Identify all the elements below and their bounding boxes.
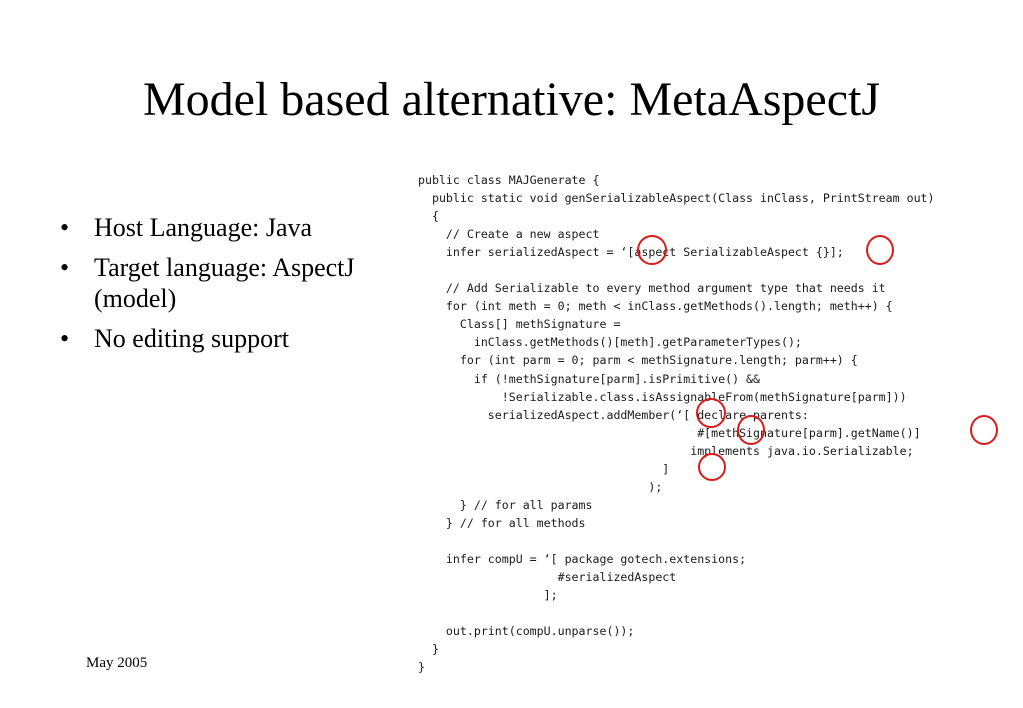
code-line: if (!methSignature[parm].isPrimitive() &… xyxy=(418,371,761,386)
code-line: !Serializable.class.isAssignableFrom(met… xyxy=(418,389,907,404)
highlight-circle-quote-open-1 xyxy=(637,235,667,265)
highlight-circle-quote-close-1 xyxy=(866,235,894,265)
code-line: for (int parm = 0; parm < methSignature.… xyxy=(418,353,858,368)
code-line: public class MAJGenerate { xyxy=(418,173,600,187)
code-line: } xyxy=(418,660,425,675)
code-line: } xyxy=(418,642,439,657)
bullet-editing-support: No editing support xyxy=(56,323,356,355)
code-line: } // for all params xyxy=(418,497,593,512)
slide-title: Model based alternative: MetaAspectJ xyxy=(142,73,881,126)
bullet-host-language: Host Language: Java xyxy=(56,212,356,244)
code-line: infer serializedAspect = ‘[aspect Serial… xyxy=(418,245,844,260)
highlight-circle-antiquote-close xyxy=(970,415,998,445)
code-line xyxy=(418,532,1018,550)
code-line: } // for all methods xyxy=(418,515,586,530)
code-line: inClass.getMethods()[meth].getParameterT… xyxy=(418,335,802,350)
code-line: // Create a new aspect xyxy=(418,227,600,242)
code-line: ]; xyxy=(418,588,558,603)
code-line: infer compU = ‘[ package gotech.extensio… xyxy=(418,551,747,566)
code-line: ); xyxy=(418,479,663,494)
code-line xyxy=(418,604,1018,622)
code-line: out.print(compU.unparse()); xyxy=(418,624,635,639)
code-line: #serializedAspect xyxy=(418,570,677,585)
highlight-circle-quote-close-2 xyxy=(698,453,726,481)
code-line: #[methSignature[parm].getName()] xyxy=(418,425,921,440)
code-line: public static void genSerializableAspect… xyxy=(418,191,935,206)
code-line: { xyxy=(418,209,439,224)
code-line: Class[] methSignature = xyxy=(418,317,621,332)
code-line xyxy=(418,261,1018,279)
bullet-target-language: Target language: AspectJ (model) xyxy=(56,252,356,315)
highlight-circle-antiquote-open xyxy=(737,415,765,445)
footer-date: May 2005 xyxy=(86,655,148,671)
code-line: // Add Serializable to every method argu… xyxy=(418,281,886,296)
code-line: for (int meth = 0; meth < inClass.getMet… xyxy=(418,299,893,314)
highlight-circle-quote-open-2 xyxy=(696,398,726,428)
code-line: ] xyxy=(418,461,670,476)
bullet-list: Host Language: Java Target language: Asp… xyxy=(56,212,356,363)
